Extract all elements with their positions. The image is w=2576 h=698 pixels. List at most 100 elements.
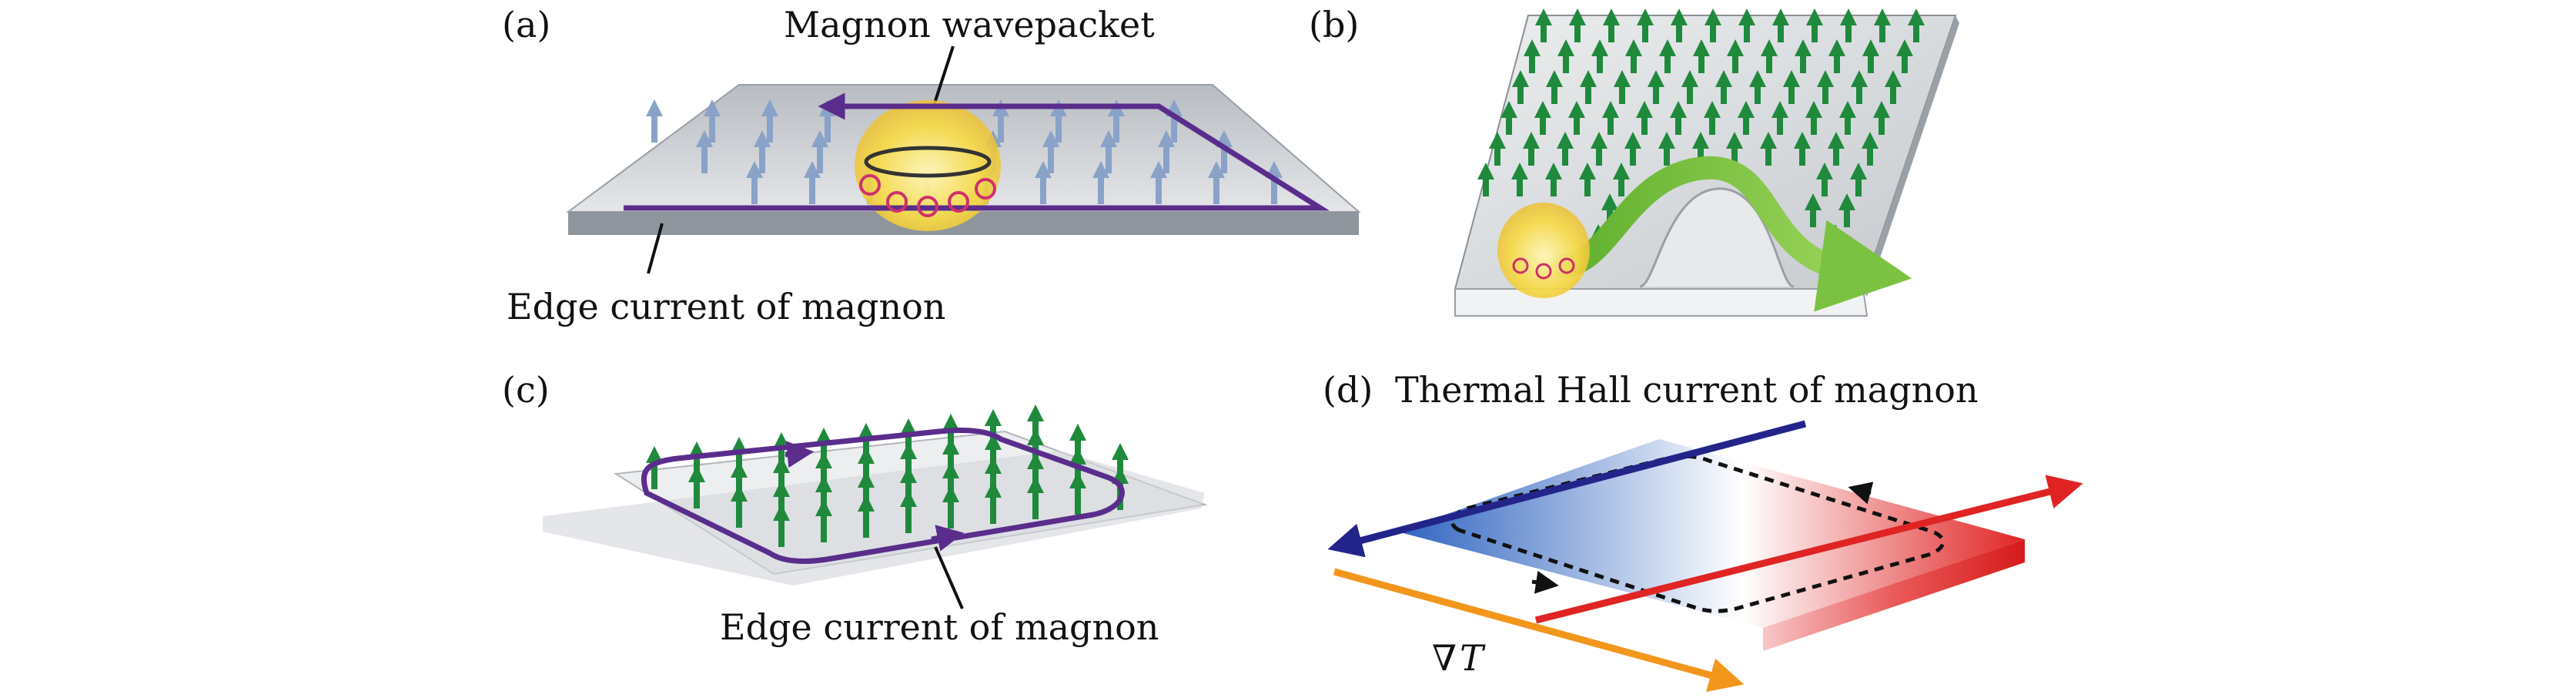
panel-d-title: Thermal Hall current of magnon: [1395, 369, 1979, 411]
spin-arrow-icon: [1704, 101, 1721, 135]
spin-arrow-icon: [1772, 8, 1789, 42]
spin-arrow-icon: [1557, 132, 1574, 166]
spin-arrow-icon: [1749, 70, 1766, 104]
spin-arrow-icon: [900, 490, 917, 533]
spin-arrow-icon: [1035, 161, 1052, 204]
hot-edge-current-arrow-icon: [1534, 475, 2083, 624]
spin-arrow-icon: [1806, 8, 1823, 42]
spin-arrow-icon: [1569, 8, 1586, 42]
spin-arrow-icon: [731, 485, 748, 528]
spin-arrow-icon: [1042, 130, 1059, 173]
spin-arrow-icon: [1591, 132, 1607, 166]
nabla-symbol: ∇: [1432, 637, 1457, 679]
spin-arrow-icon: [1874, 8, 1891, 42]
spin-arrow-icon: [1512, 70, 1529, 104]
spin-arrow-icon: [985, 481, 1002, 524]
spin-arrow-icon: [1760, 132, 1777, 166]
thermal-slab-top: [1397, 439, 2025, 628]
spin-arrow-icon: [1579, 163, 1596, 196]
spin-arrow-icon: [1850, 163, 1867, 196]
spin-arrow-icon: [1692, 132, 1709, 166]
edge-current-label-a: Edge current of magnon: [507, 286, 945, 327]
spin-arrow-icon: [1693, 39, 1710, 73]
spin-arrow-icon: [646, 446, 663, 489]
spin-arrow-icon: [1511, 163, 1528, 196]
spin-arrow-icon: [1805, 101, 1822, 135]
gradient-label: ∇T: [1432, 637, 1486, 679]
spin-arrow-icon: [1726, 132, 1743, 166]
spin-arrow-icon: [1557, 39, 1574, 73]
spin-arrow-icon: [1840, 8, 1857, 42]
spin-arrow-icon: [1545, 163, 1562, 196]
sheet-bump: [1639, 187, 1795, 288]
edge-current-label-c: Edge current of magnon: [720, 606, 1159, 648]
spin-arrow-icon: [1648, 70, 1664, 104]
spin-arrow-icon: [1783, 70, 1800, 104]
spin-arrow-icon: [1069, 471, 1086, 515]
spin-arrow-icon: [1738, 8, 1755, 42]
spin-arrow-icon: [1477, 163, 1494, 196]
spin-arrow-icon: [815, 499, 832, 542]
panel-c-tag: (c): [502, 369, 550, 411]
spin-arrow-icon: [1027, 476, 1044, 519]
spin-arrow-icon: [1568, 101, 1585, 135]
spin-arrow-icon: [1873, 101, 1890, 135]
spin-arrows-b: [1477, 8, 1925, 258]
edge-current-loop-a: [624, 103, 1330, 211]
spin-arrow-icon: [1851, 70, 1868, 104]
spin-arrow-icon: [1670, 101, 1687, 135]
spin-arrow-icon: [1158, 130, 1175, 173]
spin-arrow-icon: [1208, 161, 1225, 204]
spin-arrow-icon: [688, 465, 705, 508]
spin-arrow-icon: [942, 485, 959, 529]
spin-arrow-icon: [1896, 39, 1913, 73]
panel-d-tag: (d): [1323, 369, 1373, 411]
thermal-slab-side: [1763, 539, 2025, 651]
spin-arrow-icon: [1727, 39, 1744, 73]
spin-arrow-icon: [1839, 101, 1856, 135]
spin-arrow-icon: [1625, 39, 1642, 73]
spin-arrow-icon: [1580, 70, 1597, 104]
spin-arrow-icon: [1805, 193, 1822, 227]
spin-arrow-icon: [1546, 70, 1563, 104]
spin-arrow-icon: [761, 99, 778, 143]
spin-arrow-icon: [1817, 70, 1834, 104]
panel-b-tag: (b): [1309, 4, 1359, 45]
magnon-wavepacket-label: Magnon wavepacket: [784, 4, 1155, 45]
precession-circles-a: [859, 174, 996, 217]
spin-arrow-icon: [1885, 70, 1902, 104]
spin-arrows-c: [646, 404, 1129, 547]
spin-arrow-icon: [1636, 101, 1653, 135]
spin-arrow-icon: [1862, 132, 1878, 166]
precession-ring-icon: [864, 146, 992, 178]
spin-arrow-icon: [773, 504, 790, 547]
edge-current-arrow-icon-c1: [785, 441, 815, 468]
spin-arrow-icon: [1500, 101, 1517, 135]
spin-arrow-icon: [1794, 132, 1811, 166]
spin-arrow-icon: [1761, 39, 1778, 73]
spin-arrow-icon: [1659, 39, 1676, 73]
spin-arrow-icon: [646, 99, 663, 143]
spin-arrow-icon: [1637, 8, 1654, 42]
spin-arrow-icon: [1100, 130, 1117, 173]
precession-circles-b: [1512, 257, 1575, 280]
panel-a-tag: (a): [502, 4, 550, 45]
edge-current-pointer-line-c: [934, 546, 964, 609]
spin-arrow-icon: [1489, 132, 1506, 166]
wavepacket-icon: [855, 100, 1001, 231]
loop-arrow-icon-2: [1531, 570, 1559, 594]
spin-arrow-icon: [1771, 101, 1788, 135]
spin-arrow-icon: [1591, 39, 1608, 73]
spin-arrow-icon: [1602, 101, 1619, 135]
spin-arrow-icon: [1603, 8, 1620, 42]
spin-arrow-icon: [1705, 8, 1721, 42]
spin-arrow-icon: [1828, 39, 1845, 73]
magnon-path-arrow-icon: [1551, 156, 1912, 312]
spin-arrow-icon: [1523, 132, 1540, 166]
spin-arrow-icon: [1534, 101, 1551, 135]
edge-current-loop-c: [641, 428, 1125, 564]
spin-arrow-icon: [858, 495, 875, 538]
spin-arrow-icon: [1795, 39, 1812, 73]
spin-arrow-icon: [1658, 132, 1675, 166]
spin-arrow-icon: [1681, 70, 1698, 104]
